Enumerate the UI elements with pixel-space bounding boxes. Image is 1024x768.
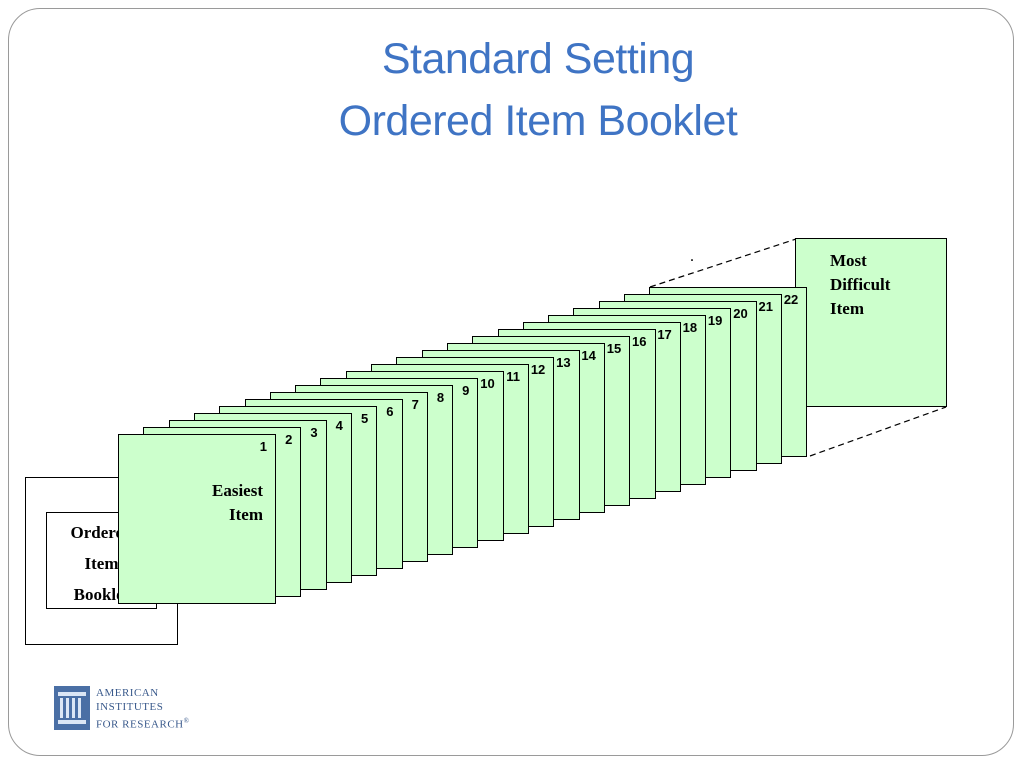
logo-line-1: AMERICAN xyxy=(96,687,159,699)
air-logo-text: AMERICAN INSTITUTES FOR RESEARCH® xyxy=(96,686,189,732)
logo-line-3: FOR RESEARCH xyxy=(96,718,184,731)
logo-line-3-wrap: FOR RESEARCH® xyxy=(96,714,189,732)
page-number: 9 xyxy=(462,383,470,398)
page-number: 22 xyxy=(783,292,799,307)
logo-line-2: INSTITUTES xyxy=(96,701,164,713)
most-difficult-label-line-1: Most xyxy=(830,251,867,270)
page-number: 12 xyxy=(530,362,546,377)
air-logo-icon xyxy=(54,686,90,730)
dashed-line-bottom xyxy=(809,406,947,457)
page-number: 13 xyxy=(556,355,571,370)
registered-mark: ® xyxy=(183,717,190,725)
page-number: 4 xyxy=(335,418,343,433)
air-logo: AMERICAN INSTITUTES FOR RESEARCH® xyxy=(54,686,214,732)
page-number: 17 xyxy=(657,327,672,342)
dashed-line-top xyxy=(649,238,797,288)
page-number: 3 xyxy=(310,425,318,440)
page-number: 1 xyxy=(259,439,267,454)
most-difficult-label-line-3: Item xyxy=(830,299,864,318)
page-number: 6 xyxy=(386,404,394,419)
most-difficult-label-line-2: Difficult xyxy=(830,275,891,294)
page-number: 2 xyxy=(285,432,293,447)
most-difficult-label: Most Difficult Item xyxy=(830,249,890,321)
easiest-label-line-1: Easiest xyxy=(212,481,263,500)
booklet-cover-line-1: Ordered xyxy=(70,523,133,542)
stray-dot: . xyxy=(690,248,694,265)
booklet-cover-line-2: Item xyxy=(84,554,119,573)
booklet-cover-line-3: Booklet xyxy=(73,585,130,604)
easiest-label-line-2: Item xyxy=(229,505,263,524)
slide-title-line-1: Standard Setting xyxy=(381,35,695,83)
page-number: 11 xyxy=(506,369,520,384)
page-number: 5 xyxy=(360,411,369,426)
page-number: 18 xyxy=(682,320,698,335)
page-number: 8 xyxy=(436,390,445,405)
page-number: 21 xyxy=(758,299,773,314)
page-number: 10 xyxy=(480,376,495,391)
page-number: 19 xyxy=(707,313,723,328)
page-number: 16 xyxy=(632,334,647,349)
page-number: 20 xyxy=(733,306,748,321)
page-number: 7 xyxy=(411,397,419,412)
page-number: 15 xyxy=(606,341,622,356)
slide-title-line-2: Ordered Item Booklet xyxy=(338,97,738,145)
page-number: 14 xyxy=(581,348,596,363)
most-difficult-item-page: Most Difficult Item xyxy=(795,238,947,407)
